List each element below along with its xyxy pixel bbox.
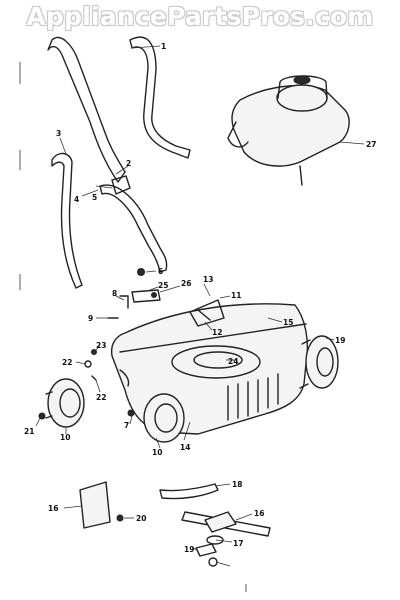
watermark-text: AppliancePartsPros.com [26,2,374,31]
wheel-hardware [38,349,135,420]
callout-label: 14 [180,443,190,452]
engine [227,75,350,186]
scan-artifacts [19,62,247,592]
callout-label: 16 [254,509,264,518]
blade-assembly [159,483,271,567]
callout-label: 10 [152,448,162,457]
callout-label: 25 [158,281,168,290]
upper-handle [47,36,191,183]
callout-label: 8 [112,289,117,298]
callout-label: 20 [136,514,146,523]
callout-label: 22 [62,358,72,367]
callout-label: 13 [203,275,213,284]
mower-deck [110,299,309,435]
callout-label: 15 [283,318,293,327]
callout-label: 1 [161,42,166,51]
callout-labels: 1 3 2 4 5 27 6 25 26 13 11 8 9 12 15 19 … [24,42,376,554]
callout-label: 21 [24,427,34,436]
callout-label: 24 [228,357,238,366]
callout-label: 3 [56,129,61,138]
callout-label: 18 [232,480,242,489]
callout-label: 6 [158,267,163,276]
rear-wheel [299,335,339,389]
callout-label: 16 [48,504,58,513]
front-wheel-right [143,393,185,443]
callout-label: 19 [184,545,194,554]
cover-plate [79,481,124,529]
callout-label: 12 [212,328,222,337]
callout-label: 7 [124,421,129,430]
callout-label: 4 [74,195,79,204]
callout-label: 2 [126,159,131,168]
callout-label: 22 [96,393,106,402]
front-wheel-left [45,378,85,428]
callout-label: 10 [60,433,70,442]
leader-lines [35,45,365,567]
lower-handle [51,152,168,289]
callout-label: 23 [96,341,106,350]
callout-label: 19 [335,336,345,345]
callout-label: 9 [88,314,93,323]
callout-label: 17 [233,539,243,548]
callout-label: 26 [181,279,191,288]
callout-label: 5 [92,193,97,202]
callout-label: 27 [366,140,376,149]
callout-label: 11 [231,291,241,300]
